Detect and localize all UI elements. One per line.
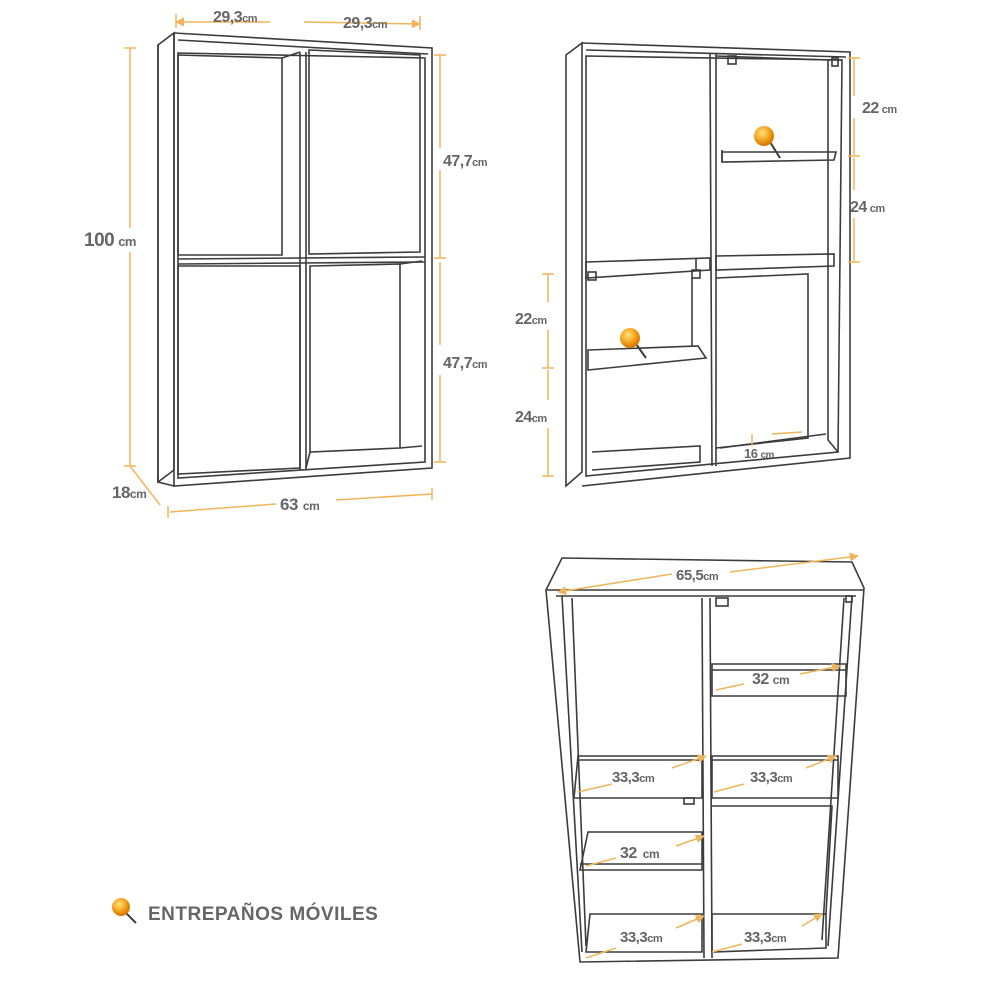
label-shelf-mid-right: 33,3cm: [750, 769, 793, 786]
label-left-lower-gap: 24cm: [515, 409, 547, 426]
front-divider: [299, 52, 307, 470]
front-dimension-lines: [124, 14, 446, 518]
pushpin-icon: [754, 126, 781, 159]
shelf-middle-right: [711, 755, 839, 799]
front-open-dimension-lines: [557, 552, 859, 959]
pushpin-icon: [620, 328, 647, 359]
label-shelf-bottom-left: 33,3cm: [620, 929, 663, 946]
pushpin-icon: [112, 898, 137, 924]
label-upper-height: 47,7cm: [443, 153, 488, 170]
label-top-right-width: 29,3cm: [343, 15, 388, 32]
door-top-right: [308, 49, 421, 255]
front-side-panel: [157, 31, 175, 484]
open-side-panel: [565, 41, 583, 488]
label-shelf-bottom-right: 33,3cm: [744, 929, 787, 946]
movable-shelf-pins: [620, 126, 781, 359]
shelf-left-movable: [587, 345, 708, 371]
label-top-left-width: 29,3cm: [213, 9, 258, 26]
label-left-upper-gap: 22cm: [515, 311, 547, 328]
shelf-middle-left: [573, 755, 703, 799]
door-bottom-left: [177, 265, 301, 475]
legend-label: ENTREPAÑOS MÓVILES: [148, 904, 379, 925]
open-view: [565, 41, 851, 488]
open-cube: [309, 263, 401, 453]
shelf-right-upper: [711, 663, 847, 697]
open-dimension-lines: [542, 57, 860, 477]
open-outer-frame: [581, 42, 851, 487]
shelf-lower-left: [579, 831, 703, 871]
front-view: [157, 31, 433, 487]
legend: ENTREPAÑOS MÓVILES: [108, 895, 378, 935]
front-outer-frame: [173, 32, 433, 487]
front-open-view: [545, 557, 865, 963]
label-shelf-mid-left: 33,3cm: [612, 769, 655, 786]
label-top-width: 65,5cm: [676, 567, 719, 584]
door-top-left: [177, 54, 283, 256]
label-lower-height: 47,7cm: [443, 355, 488, 372]
label-depth: 18cm: [112, 483, 146, 502]
